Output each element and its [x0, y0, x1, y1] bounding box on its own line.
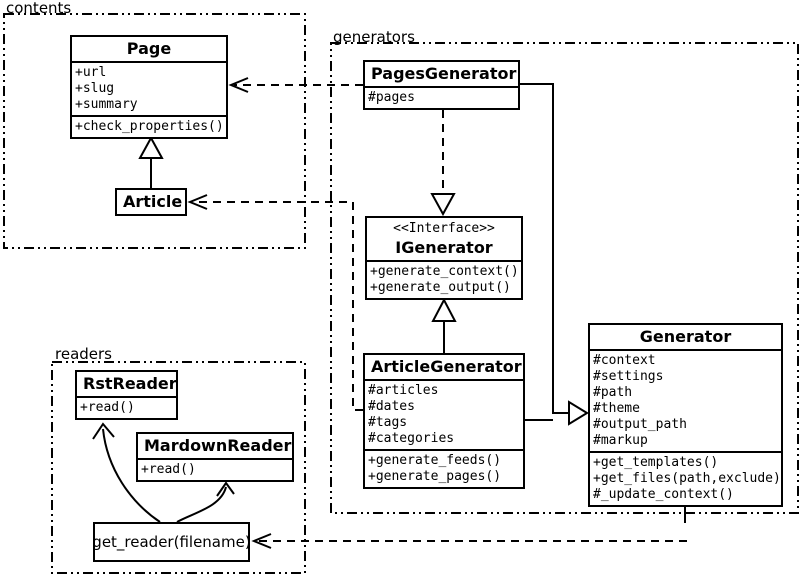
attribute: #settings: [593, 369, 664, 384]
methods-compartment: +generate_context() +generate_output(): [367, 260, 521, 298]
class-article: Article: [115, 188, 187, 216]
class-title: IGenerator: [395, 238, 493, 257]
methods-compartment: +get_templates() +get_files(path,exclude…: [590, 451, 781, 505]
getreader-to-mardownreader-curve: [176, 486, 227, 523]
stereotype-label: <<Interface>>: [393, 221, 495, 236]
method: +get_templates(): [593, 455, 719, 470]
attribute: #path: [593, 385, 633, 400]
class-title: MardownReader: [144, 436, 292, 455]
method: +generate_output(): [370, 280, 511, 295]
methods-compartment: +check_properties(): [72, 115, 226, 137]
attribute: #articles: [368, 383, 439, 398]
methods-compartment: +read(): [77, 396, 176, 418]
attribute: +url: [75, 65, 107, 80]
class-pagesgenerator: PagesGenerator #pages: [363, 60, 520, 110]
generators-package-border: [330, 42, 799, 514]
attribute: #markup: [593, 433, 648, 448]
get-reader-box: get_reader(filename): [92, 522, 251, 562]
method: +read(): [141, 462, 196, 477]
class-rstreader: RstReader +read(): [75, 370, 178, 420]
article-to-page-triangle-icon: [138, 135, 164, 159]
attribute: +summary: [75, 97, 138, 112]
attribute: #tags: [368, 415, 408, 430]
package-label-readers: readers: [55, 345, 112, 363]
class-generator: Generator #context #settings #path #them…: [588, 323, 783, 507]
attribute: #pages: [368, 90, 415, 105]
method: +check_properties(): [75, 119, 224, 134]
class-articlegenerator: ArticleGenerator #articles #dates #tags …: [363, 353, 525, 489]
methods-compartment: +read(): [138, 458, 292, 480]
attributes-compartment: #context #settings #path #theme #output_…: [590, 349, 781, 451]
method: +read(): [80, 400, 135, 415]
contents-package-border: [3, 13, 306, 249]
class-mardownreader: MardownReader +read(): [136, 432, 294, 482]
attribute: #theme: [593, 401, 640, 416]
method: +generate_feeds(): [368, 453, 502, 468]
getreader-to-rstreader-curve: [102, 428, 161, 523]
method: +generate_pages(): [368, 469, 502, 484]
attribute: #dates: [368, 399, 415, 414]
pagesgenerator-to-generator-line: [520, 83, 569, 414]
class-title: RstReader: [83, 374, 177, 393]
attributes-compartment: +url +slug +summary: [72, 61, 226, 115]
methods-compartment: +generate_feeds() +generate_pages(): [365, 449, 523, 487]
class-title: ArticleGenerator: [371, 357, 522, 376]
pagesgenerator-to-page-arrowhead-icon: [228, 77, 249, 93]
class-title: Article: [123, 192, 183, 211]
pagesgenerator-to-igenerator-triangle-icon: [430, 193, 456, 217]
articlegenerator-to-igenerator-triangle-icon: [431, 297, 457, 322]
attributes-compartment: #articles #dates #tags #categories: [365, 379, 523, 449]
generator-to-getreader-arrowhead-icon: [251, 533, 272, 549]
package-label-contents: contents: [6, 0, 72, 17]
getreader-to-mardownreader-arrowhead-icon: [216, 481, 235, 497]
method: +get_files(path,exclude): [593, 471, 781, 486]
attributes-compartment: #pages: [365, 86, 518, 108]
getreader-to-rstreader-arrowhead-icon: [92, 422, 115, 440]
get-reader-label: get_reader(filename): [92, 533, 251, 551]
class-page: Page +url +slug +summary +check_properti…: [70, 35, 228, 139]
articlegenerator-to-article-dashed: [193, 201, 363, 411]
class-igenerator: <<Interface>> IGenerator +generate_conte…: [365, 216, 523, 300]
method: #_update_context(): [593, 487, 734, 502]
method: +generate_context(): [370, 264, 519, 279]
attribute: +slug: [75, 81, 115, 96]
class-title: Generator: [639, 327, 732, 346]
package-label-generators: generators: [333, 28, 415, 46]
attribute: #output_path: [593, 417, 687, 432]
attribute: #categories: [368, 431, 455, 446]
readers-package-border: [51, 361, 306, 574]
attribute: #context: [593, 353, 656, 368]
class-title: Page: [126, 39, 172, 58]
class-title: PagesGenerator: [371, 64, 517, 83]
articlegenerator-to-article-arrowhead-icon: [187, 194, 208, 210]
generator-generalization-triangle-icon: [568, 400, 589, 426]
